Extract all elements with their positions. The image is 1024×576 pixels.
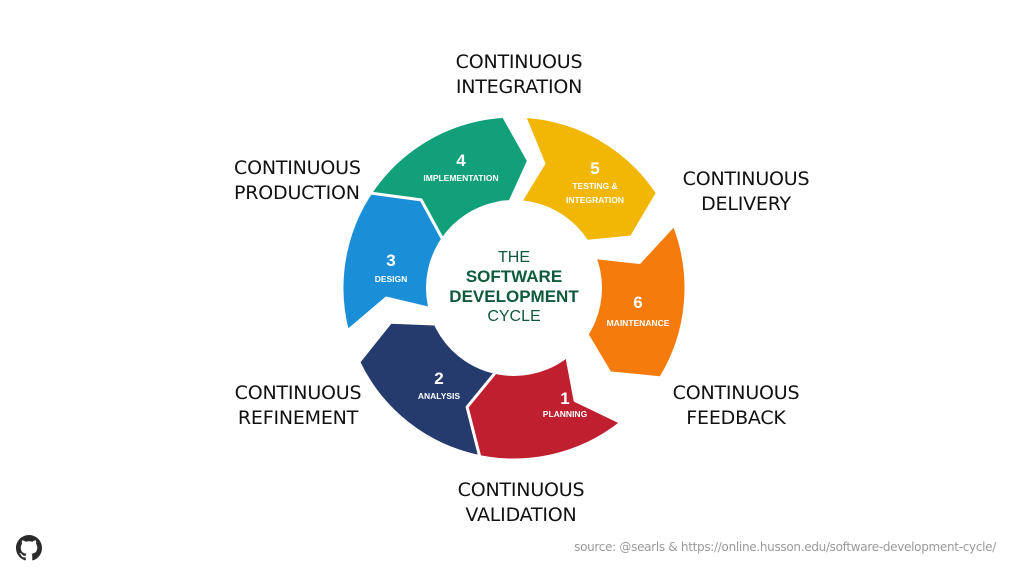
segment-1-name: PLANNING <box>543 409 588 419</box>
hub-line-2: SOFTWARE <box>466 267 562 286</box>
segment-5-name-line-1: TESTING & <box>572 181 617 191</box>
segment-3-name: DESIGN <box>375 274 408 284</box>
hub-line-4: CYCLE <box>487 308 540 325</box>
hub-line-1: THE <box>498 249 530 266</box>
segment-4-name: IMPLEMENTATION <box>423 173 498 183</box>
segment-5-number: 5 <box>590 159 599 178</box>
segment-4-number: 4 <box>456 151 466 170</box>
segment-5-name-line-2: INTEGRATION <box>566 195 624 205</box>
github-icon[interactable] <box>16 535 42 561</box>
segment-3-number: 3 <box>386 251 395 270</box>
segment-6-number: 6 <box>633 293 642 312</box>
continuous-feedback-label: CONTINUOUS FEEDBACK <box>672 382 800 429</box>
continuous-validation-label: CONTINUOUS VALIDATION <box>457 479 585 526</box>
continuous-refinement-label: CONTINUOUS REFINEMENT <box>234 382 362 429</box>
segment-1-number: 1 <box>560 389 569 408</box>
continuous-production-label: CONTINUOUS PRODUCTION <box>234 157 361 204</box>
continuous-integration-label: CONTINUOUS INTEGRATION <box>455 51 583 98</box>
segment-2-number: 2 <box>434 369 443 388</box>
hub-circle <box>426 200 602 376</box>
continuous-delivery-label: CONTINUOUS DELIVERY <box>682 168 810 215</box>
segment-2-name: ANALYSIS <box>418 391 461 401</box>
segment-6-name: MAINTENANCE <box>607 318 670 328</box>
hub-line-3: DEVELOPMENT <box>449 287 579 306</box>
source-credit: source: @searls & https://online.husson.… <box>574 540 996 554</box>
